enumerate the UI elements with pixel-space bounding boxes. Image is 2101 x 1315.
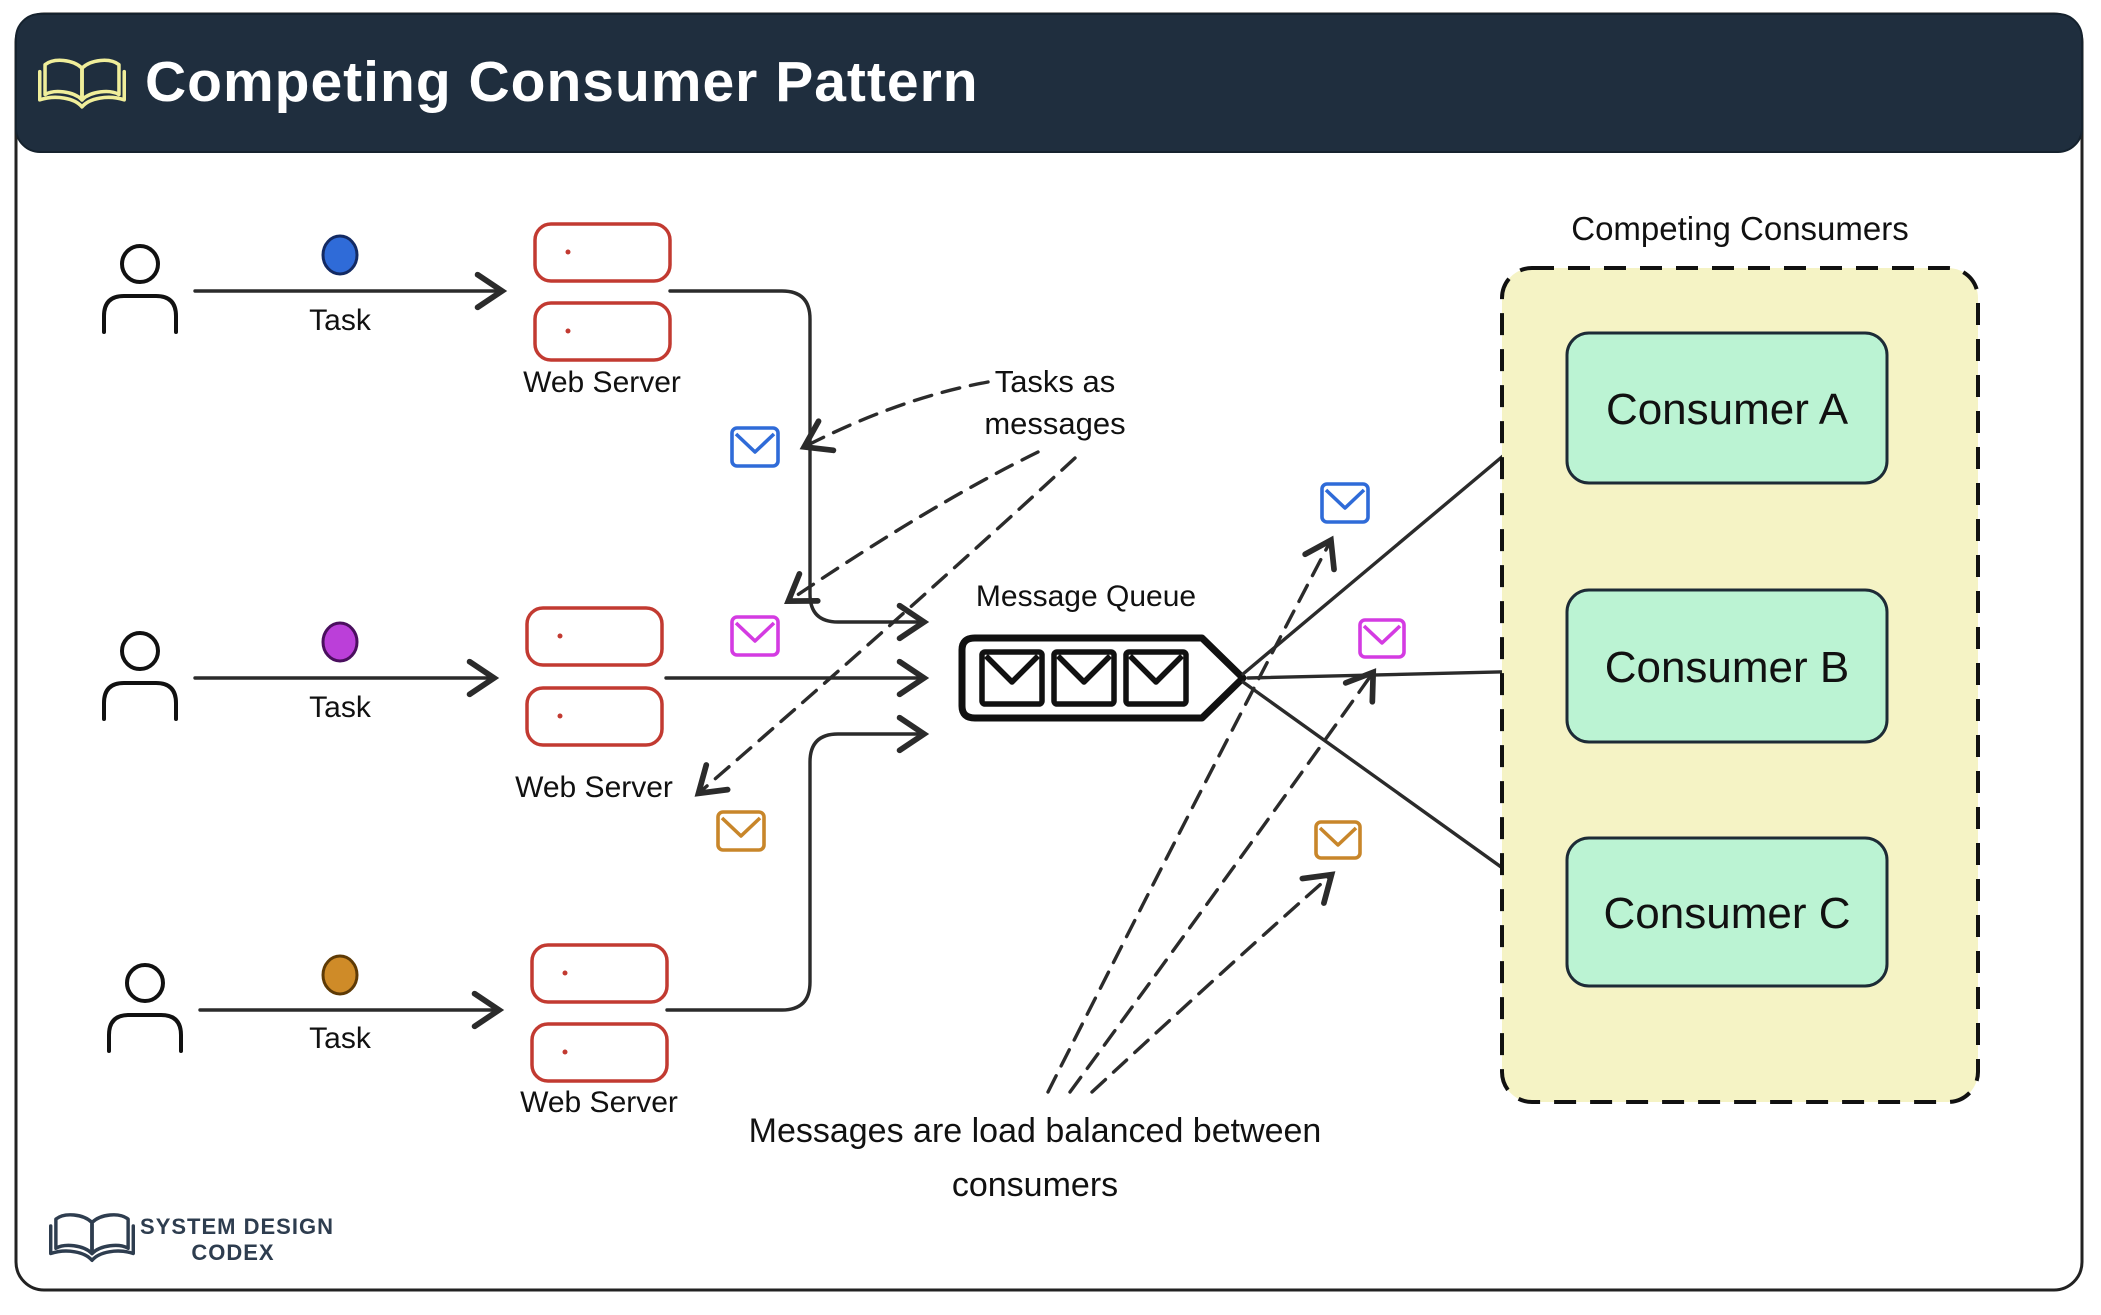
page-title: Competing Consumer Pattern: [145, 50, 979, 114]
server-led: [562, 1049, 568, 1055]
web-server-node: [525, 686, 664, 747]
message-envelope-blue-icon: [1320, 482, 1370, 524]
server-led: [557, 633, 563, 639]
message-envelope-magenta-icon: [730, 615, 780, 657]
annotation-arrow: [694, 456, 1077, 797]
consumer-c-node: [1565, 836, 1889, 988]
consumer-b-label: Consumer B: [1605, 643, 1850, 692]
task-label: Task: [309, 1022, 372, 1055]
server-led: [565, 249, 571, 255]
annotation-arrow: [1090, 871, 1336, 1094]
queued-message-icon: [1123, 649, 1189, 707]
annotation-arrow: [784, 450, 1040, 605]
consumer-a-label: Consumer A: [1606, 385, 1849, 434]
message-envelope-orange-icon: [1314, 820, 1362, 860]
consumer-a-node: [1565, 331, 1889, 485]
user-icon: [102, 244, 178, 334]
tasks-as-messages-label: Tasks as: [995, 364, 1116, 399]
task-label: Task: [309, 304, 372, 337]
task-dot-blue: [321, 234, 359, 276]
load-balanced-label: consumers: [952, 1166, 1118, 1204]
web-server-node: [530, 943, 669, 1004]
annotation-arrow: [1068, 668, 1377, 1094]
web-server-node: [530, 1022, 669, 1083]
queued-message-icon: [1051, 649, 1117, 707]
web-server-label: Web Server: [515, 771, 673, 804]
message-envelope-blue-icon: [730, 426, 780, 468]
message-envelope-magenta-icon: [1358, 618, 1406, 659]
queue-to-consumer-c-arrow: [1241, 680, 1542, 897]
web-server-node: [533, 301, 672, 362]
web-server-label: Web Server: [520, 1086, 678, 1119]
tasks-as-messages-label: messages: [984, 406, 1125, 441]
web-server-node: [525, 606, 664, 667]
task-label: Task: [309, 691, 372, 724]
web-server-label: Web Server: [523, 366, 681, 399]
message-queue-label: Message Queue: [976, 580, 1196, 613]
queued-message-icon: [979, 649, 1045, 707]
task-dot-purple: [321, 621, 359, 663]
server-led: [562, 970, 568, 976]
load-balanced-label: Messages are load balanced between: [749, 1112, 1322, 1150]
queue-to-consumer-a-arrow: [1241, 420, 1546, 676]
logo-text: SYSTEM DESIGN: [140, 1214, 334, 1239]
task-dot-orange: [321, 954, 359, 996]
consumer-b-node: [1565, 588, 1889, 744]
server-led: [557, 713, 563, 719]
annotation-arrow: [799, 380, 990, 454]
logo-text: CODEX: [191, 1240, 274, 1265]
server-to-queue-connector: [665, 714, 930, 1012]
competing-consumers-label: Competing Consumers: [1571, 210, 1908, 247]
server-led: [565, 328, 571, 334]
web-server-node: [533, 222, 672, 283]
header-bar: [15, 13, 2083, 153]
message-envelope-orange-icon: [716, 810, 766, 852]
consumer-c-label: Consumer C: [1604, 889, 1851, 938]
user-icon: [107, 963, 183, 1053]
annotation-arrow: [1046, 535, 1337, 1094]
user-icon: [102, 631, 178, 721]
queue-to-consumer-b-arrow: [1246, 652, 1548, 691]
server-to-queue-connector: [668, 289, 930, 642]
